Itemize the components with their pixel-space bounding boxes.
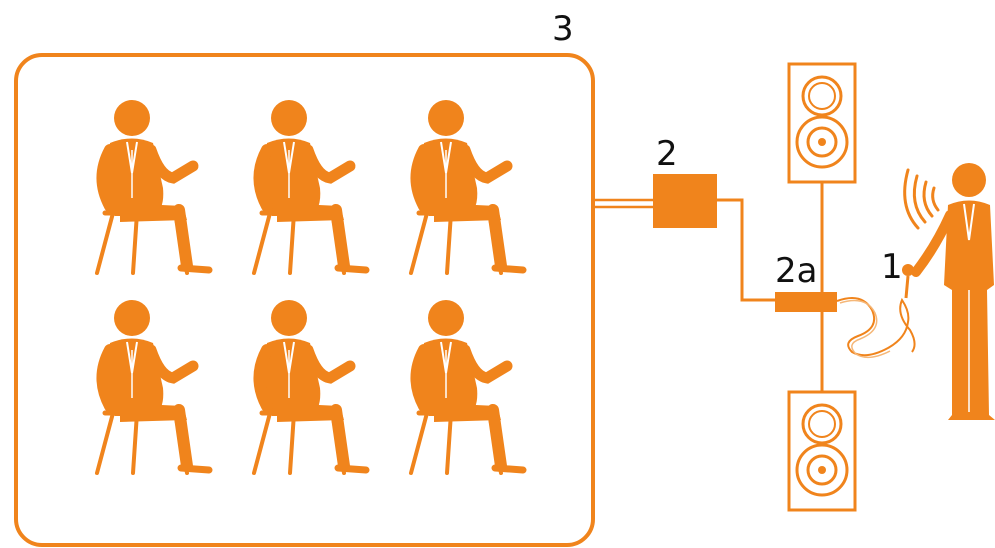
microphone-icon	[902, 264, 914, 299]
amplifier-mixer-cable	[717, 198, 777, 302]
seated-person-icon	[411, 300, 523, 473]
loudspeaker-icon	[787, 390, 857, 512]
seated-person-icon	[97, 100, 209, 273]
mixer-label: 2a	[775, 251, 817, 291]
microphone-cable-shadow	[839, 299, 891, 359]
microphone-label: 1	[881, 247, 903, 287]
seated-person-icon	[254, 100, 366, 273]
presenter-icon	[911, 163, 995, 420]
microphone-cable	[836, 297, 916, 357]
loop-amplifier-box	[653, 174, 717, 228]
audience-area-label: 3	[552, 9, 574, 49]
loop-amplifier-label: 2	[656, 134, 678, 174]
loudspeaker-icon	[787, 62, 857, 184]
audience-area-frame	[14, 53, 595, 547]
mixer-box	[775, 292, 837, 312]
seated-person-icon	[97, 300, 209, 473]
loop-cable	[593, 198, 653, 209]
sound-waves-icon	[903, 168, 940, 230]
seated-person-icon	[254, 300, 366, 473]
seated-person-icon	[411, 100, 523, 273]
